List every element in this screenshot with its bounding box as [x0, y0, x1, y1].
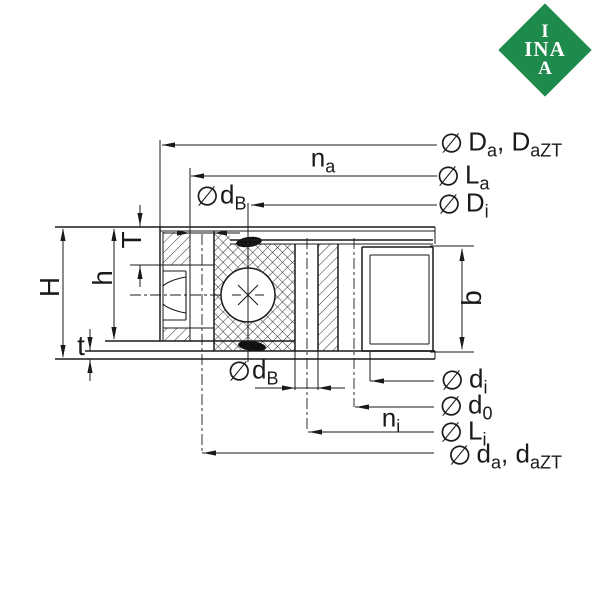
- dim-label-dB-bottom: ∅dB: [227, 354, 279, 389]
- dim-label-t: t: [77, 330, 85, 361]
- diameter-icon: ∅: [439, 128, 464, 159]
- diameter-icon: ∅: [440, 365, 465, 396]
- diameter-icon: ∅: [448, 440, 472, 471]
- dim-label-Di: ∅Di: [437, 187, 489, 222]
- gear-tooth: [162, 270, 187, 321]
- diameter-icon: ∅: [437, 189, 461, 220]
- diameter-icon: ∅: [195, 181, 220, 212]
- ina-logo-line3: A: [538, 57, 552, 79]
- dim-label-Da: ∅Da, DaZT: [439, 126, 563, 161]
- extension-lines: [159, 140, 474, 390]
- dim-label-da: ∅da, daZT: [448, 438, 562, 473]
- dim-label-h: h: [87, 270, 118, 286]
- dim-label-T: T: [116, 231, 147, 249]
- dim-label-H: H: [34, 276, 65, 298]
- dimension-arrows: [60, 142, 465, 456]
- dim-label-na: na: [310, 142, 336, 177]
- dim-label-d0: ∅d0: [439, 389, 493, 424]
- ina-logo-line1: I: [541, 20, 549, 42]
- dim-label-Li: ∅Li: [439, 415, 487, 450]
- dim-label-dB-top: ∅dB: [195, 179, 247, 214]
- dim-label-ni: ni: [381, 402, 401, 437]
- diameter-icon: ∅: [436, 161, 461, 192]
- ina-logo-text: I INA A: [512, 17, 578, 83]
- dim-label-di: ∅di: [440, 363, 488, 398]
- dim-label-b: b: [456, 290, 487, 306]
- centerlines: [130, 234, 355, 453]
- ina-logo-line2: INA: [524, 37, 566, 62]
- part-outline: [55, 226, 436, 360]
- dim-label-La: ∅La: [436, 159, 490, 194]
- diameter-icon: ∅: [439, 391, 464, 422]
- diameter-icon: ∅: [227, 356, 252, 387]
- diameter-icon: ∅: [439, 417, 464, 448]
